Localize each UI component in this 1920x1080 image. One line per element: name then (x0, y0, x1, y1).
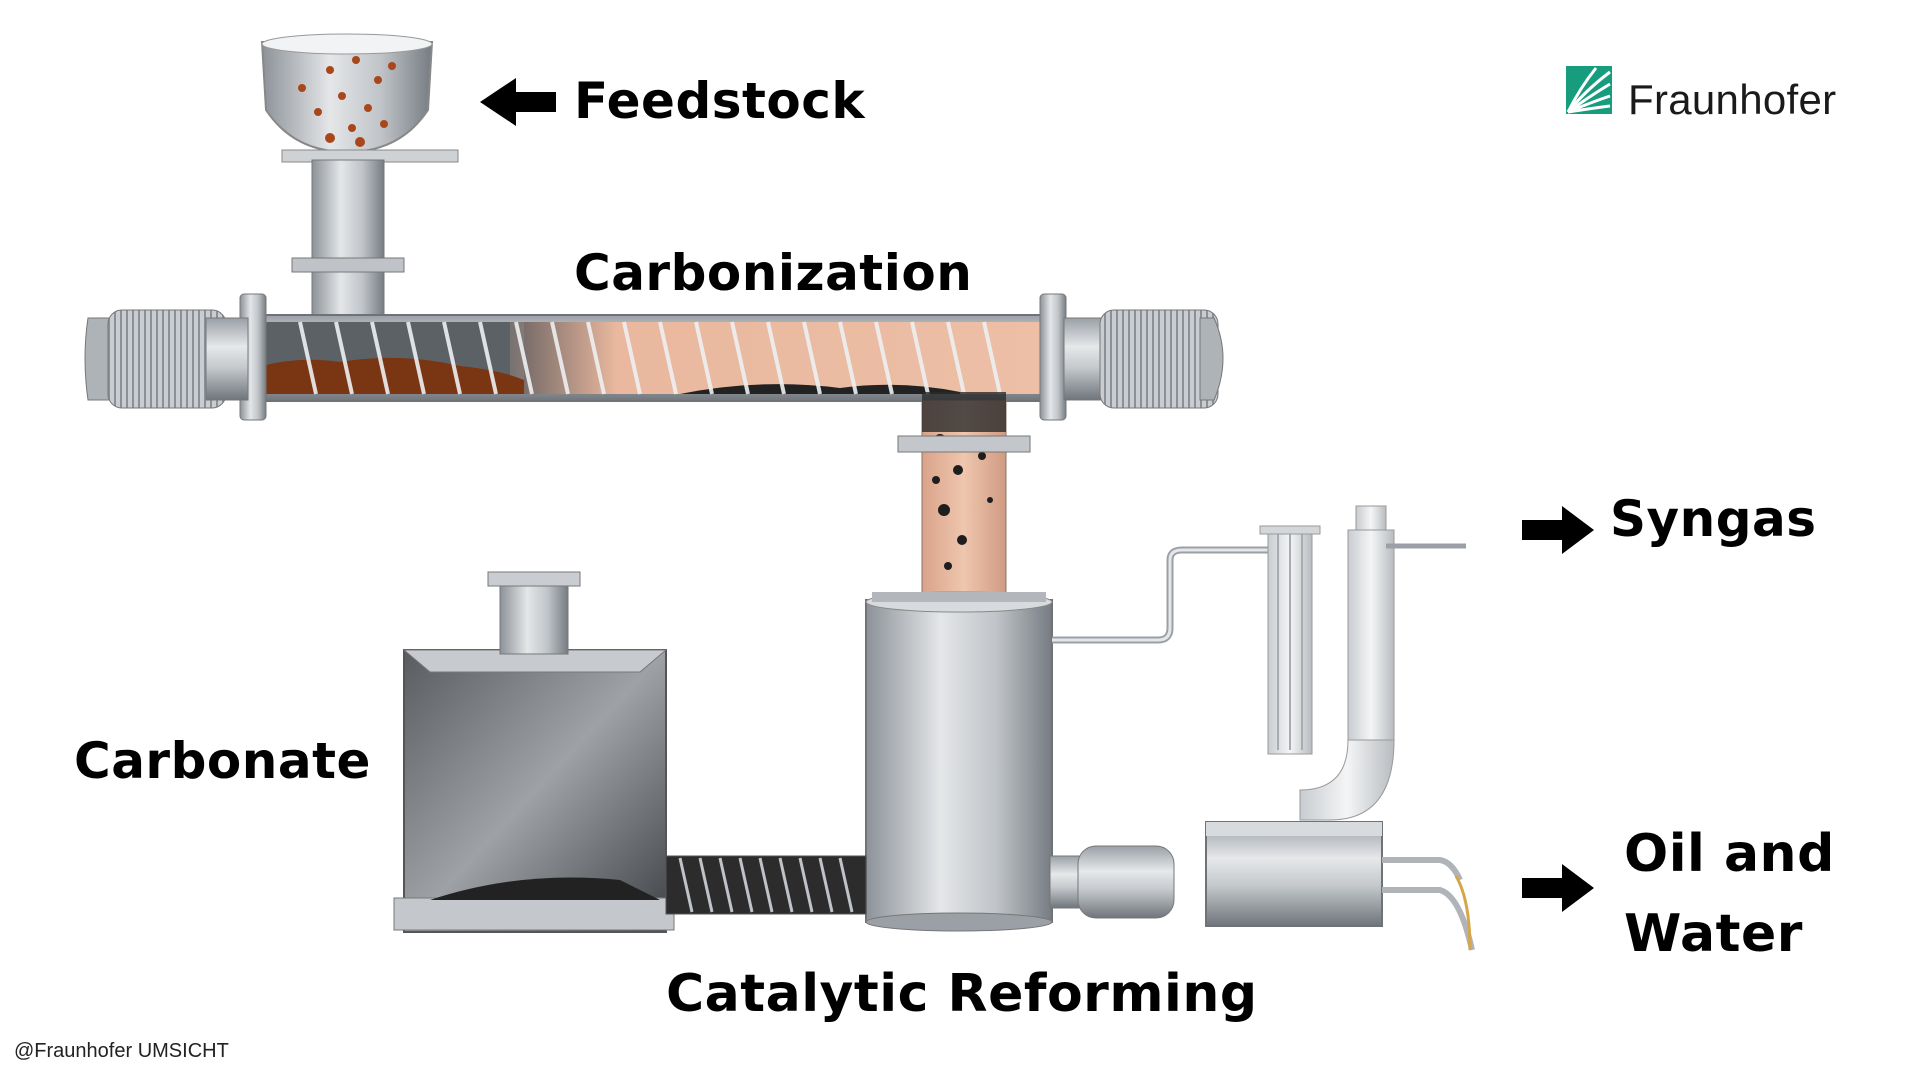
carbonate-bin (393, 571, 867, 933)
transfer-pipe (897, 392, 1031, 609)
feedstock-arrow (480, 78, 556, 126)
reformer-vessel (865, 546, 1272, 932)
syngas-arrow (1522, 506, 1594, 554)
label-oil-and-water-line1: Oil and (1624, 824, 1835, 884)
left-motor (84, 309, 249, 409)
label-oil-and-water-line2: Water (1624, 904, 1803, 964)
label-carbonate: Carbonate (74, 732, 371, 790)
label-feedstock: Feedstock (574, 72, 866, 130)
image-credit: @Fraunhofer UMSICHT (14, 1040, 229, 1062)
label-syngas: Syngas (1610, 490, 1817, 548)
right-motor (1063, 309, 1224, 409)
carbonization-reactor (239, 293, 1067, 421)
label-carbonization: Carbonization (574, 244, 973, 302)
condenser-unit (1205, 505, 1475, 951)
fraunhofer-logo-mark (1566, 66, 1612, 114)
reformer-motor (1049, 845, 1175, 919)
oil-water-arrow (1522, 864, 1594, 912)
feed-hopper (260, 33, 459, 321)
fraunhofer-logo-text: Fraunhofer (1628, 76, 1837, 123)
label-catalytic-reforming: Catalytic Reforming (666, 964, 1258, 1024)
